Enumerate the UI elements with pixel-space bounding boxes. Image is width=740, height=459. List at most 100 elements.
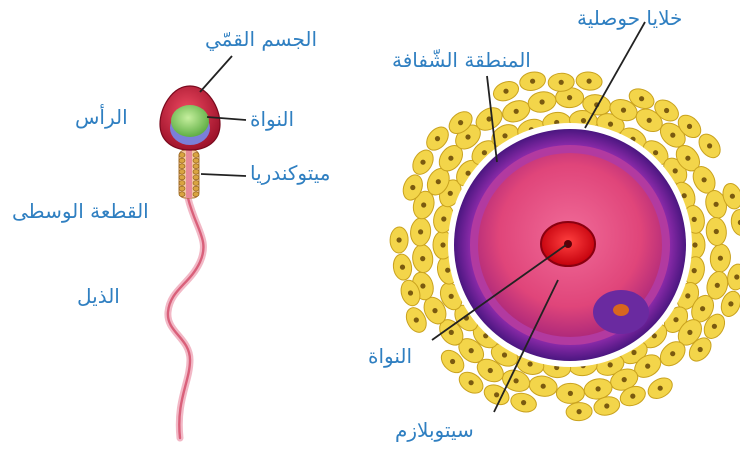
follicle-cell-nucleus bbox=[410, 185, 415, 190]
mitochondrion bbox=[179, 158, 185, 163]
follicle-cell-nucleus bbox=[420, 160, 425, 165]
sperm-nucleus bbox=[171, 105, 209, 137]
follicle-cell-nucleus bbox=[400, 265, 405, 270]
follicle-cell bbox=[644, 374, 676, 403]
leader-mitochondria bbox=[201, 174, 246, 176]
follicle-cell bbox=[518, 70, 547, 93]
follicle-cell-nucleus bbox=[448, 191, 453, 196]
follicle-cell-nucleus bbox=[465, 134, 470, 139]
follicle-cell-nucleus bbox=[670, 351, 675, 356]
mitochondrion bbox=[193, 164, 199, 169]
follicle-cell-nucleus bbox=[653, 150, 658, 155]
follicle-cell-nucleus bbox=[581, 118, 586, 123]
follicle-cell-nucleus bbox=[687, 330, 692, 335]
follicle-cell-nucleus bbox=[466, 171, 471, 176]
follicle-cell bbox=[390, 227, 409, 254]
midpiece-axis bbox=[186, 150, 192, 198]
follicle-cell bbox=[566, 402, 593, 421]
follicle-cell-nucleus bbox=[397, 237, 402, 242]
follicle-cell-nucleus bbox=[502, 352, 507, 357]
mitochondrion bbox=[193, 175, 199, 180]
follicle-cell-nucleus bbox=[514, 109, 519, 114]
follicle-cell-nucleus bbox=[630, 394, 635, 399]
follicle-cell-nucleus bbox=[715, 283, 720, 288]
follicle-cell-nucleus bbox=[692, 217, 697, 222]
mitochondrion bbox=[179, 164, 185, 169]
follicle-cell-nucleus bbox=[488, 368, 493, 373]
follicle-cell-nucleus bbox=[698, 347, 703, 352]
follicle-cell-nucleus bbox=[673, 168, 678, 173]
mitochondrion bbox=[179, 169, 185, 174]
follicle-cell-nucleus bbox=[670, 133, 675, 138]
follicle-cell-nucleus bbox=[621, 108, 626, 113]
follicle-cell bbox=[730, 208, 740, 236]
follicle-cell-nucleus bbox=[420, 256, 425, 261]
follicle-cell-nucleus bbox=[647, 118, 652, 123]
follicle-cell-nucleus bbox=[685, 293, 690, 298]
follicle-cell-nucleus bbox=[692, 242, 697, 247]
follicle-cell-nucleus bbox=[503, 89, 508, 94]
follicle-cell-nucleus bbox=[734, 274, 739, 279]
follicle-cell bbox=[705, 217, 728, 247]
follicle-cell-nucleus bbox=[448, 156, 453, 161]
follicle-cell-nucleus bbox=[458, 120, 463, 125]
follicle-cell-nucleus bbox=[440, 242, 445, 247]
label-follicle-cells: خلايا حوصلية bbox=[577, 8, 682, 28]
follicle-cell-nucleus bbox=[530, 79, 535, 84]
follicle-cell-nucleus bbox=[639, 96, 644, 101]
follicle-cell bbox=[556, 383, 584, 403]
mitochondrion bbox=[193, 181, 199, 186]
follicle-cell-nucleus bbox=[645, 364, 650, 369]
follicle-cell-nucleus bbox=[541, 384, 546, 389]
mitochondrion bbox=[179, 153, 185, 158]
mitochondrion bbox=[193, 153, 199, 158]
label-egg-nucleus: النواة bbox=[368, 346, 412, 366]
follicle-cell-nucleus bbox=[631, 350, 636, 355]
follicle-cell-nucleus bbox=[502, 133, 507, 138]
follicle-cell-nucleus bbox=[622, 377, 627, 382]
egg-nucleolus bbox=[564, 240, 572, 248]
label-head: الرأس bbox=[75, 107, 128, 127]
follicle-cell bbox=[526, 90, 557, 115]
follicle-cell bbox=[509, 390, 539, 414]
follicle-cell-nucleus bbox=[568, 391, 573, 396]
follicle-cell-nucleus bbox=[469, 348, 474, 353]
follicle-cell-nucleus bbox=[449, 294, 454, 299]
follicle-cell-nucleus bbox=[441, 216, 446, 221]
follicle-cell bbox=[575, 71, 603, 92]
sperm-tail bbox=[168, 198, 204, 438]
follicle-cell bbox=[411, 244, 434, 274]
follicle-cell-nucleus bbox=[707, 143, 712, 148]
follicle-cell-nucleus bbox=[577, 409, 582, 414]
follicle-cell-nucleus bbox=[514, 378, 519, 383]
mitochondrion bbox=[193, 169, 199, 174]
follicle-cell-nucleus bbox=[494, 392, 499, 397]
mitochondrion bbox=[193, 192, 199, 197]
follicle-cell-nucleus bbox=[608, 362, 613, 367]
label-zona-pellucida: المنطقة الشّفافة bbox=[392, 50, 531, 70]
label-midpiece: القطعة الوسطى bbox=[12, 201, 149, 221]
label-mitochondria: ميتوكندريا bbox=[250, 163, 331, 183]
follicle-cell-nucleus bbox=[596, 386, 601, 391]
mitochondrion bbox=[193, 186, 199, 191]
follicle-cell-nucleus bbox=[700, 306, 705, 311]
label-sperm-nucleus: النواة bbox=[250, 109, 294, 129]
follicle-cell-nucleus bbox=[408, 290, 413, 295]
follicle-cell-nucleus bbox=[521, 400, 526, 405]
label-tail: الذيل bbox=[77, 286, 120, 306]
follicle-cell-nucleus bbox=[528, 361, 533, 366]
follicle-cell-nucleus bbox=[673, 317, 678, 322]
follicle-cell bbox=[709, 243, 731, 273]
mitochondrion bbox=[193, 158, 199, 163]
follicle-cell-nucleus bbox=[702, 177, 707, 182]
follicle-cell bbox=[409, 217, 431, 247]
follicle-cell-nucleus bbox=[692, 268, 697, 273]
follicle-cell-nucleus bbox=[604, 403, 609, 408]
follicle-cell-nucleus bbox=[587, 79, 592, 84]
follicle-cell-nucleus bbox=[559, 80, 564, 85]
mitochondrion bbox=[179, 186, 185, 191]
follicle-cell-nucleus bbox=[664, 108, 669, 113]
follicle-cell-nucleus bbox=[482, 150, 487, 155]
follicle-cell-nucleus bbox=[658, 386, 663, 391]
